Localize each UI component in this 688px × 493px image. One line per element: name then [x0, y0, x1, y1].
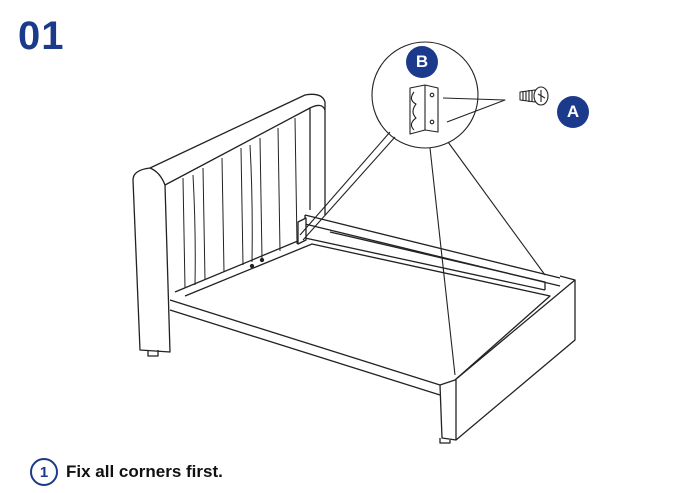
- detail-callout: [299, 41, 549, 376]
- instruction-text: Fix all corners first.: [66, 462, 223, 481]
- instruction-index: 1: [30, 458, 58, 486]
- part-a-badge: A: [557, 96, 589, 128]
- step-number: 01: [18, 14, 65, 58]
- instruction: 1 Fix all corners first.: [30, 458, 223, 486]
- bracket-b-icon: [409, 84, 439, 135]
- screw-a-icon: [519, 86, 549, 106]
- headboard: [132, 93, 326, 357]
- bed-frame: [169, 214, 576, 444]
- part-b-badge: B: [406, 46, 438, 78]
